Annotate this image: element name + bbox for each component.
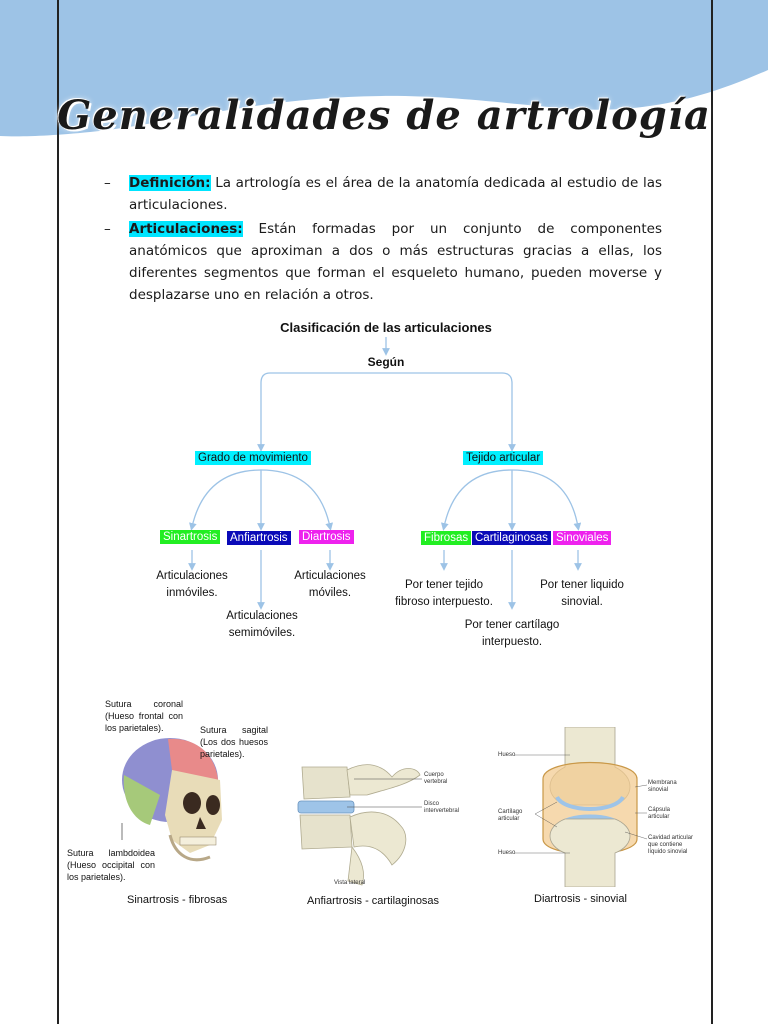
node-tejido-articular: Tejido articular (463, 451, 543, 465)
label-disco-intervertebral: Disco intervertebral (424, 801, 472, 815)
desc-sinartrosis: Articulaciones inmóviles. (146, 568, 238, 602)
caption-diartrosis: Diartrosis - sinovial (534, 893, 627, 905)
desc-sinoviales: Por tener liquido sinovial. (536, 577, 628, 611)
desc-fibrosas: Por tener tejido fibroso interpuesto. (388, 577, 500, 611)
label-sutura-lambdoidea: Sutura lambdoidea (Hueso occipital con l… (67, 847, 155, 883)
node-sinoviales: Sinoviales (553, 531, 611, 545)
classification-diagram (0, 0, 768, 700)
label-cuerpo-vertebral: Cuerpo vertebral (424, 772, 468, 786)
caption-anfiartrosis: Anfiartrosis - cartilaginosas (307, 895, 439, 907)
diagram-title: Clasificación de las articulaciones (254, 319, 518, 336)
label-vista-lateral: Vista lateral (334, 880, 382, 887)
caption-sinartrosis: Sinartrosis - fibrosas (127, 894, 227, 906)
label-hueso-superior: Hueso (498, 752, 528, 759)
label-membrana-sinovial: Membrana sinovial (648, 780, 684, 794)
node-fibrosas: Fibrosas (421, 531, 471, 545)
node-anfiartrosis: Anfiartrosis (227, 531, 291, 545)
node-cartilaginosas: Cartilaginosas (472, 531, 551, 545)
node-diartrosis: Diartrosis (299, 530, 354, 544)
label-sutura-sagital: Sutura sagital (Los dos huesos parietale… (200, 724, 268, 760)
node-grado-movimiento: Grado de movimiento (195, 451, 311, 465)
label-capsula-articular: Cápsula articular (648, 807, 684, 821)
desc-cartilaginosas: Por tener cartílago interpuesto. (458, 617, 566, 651)
desc-anfiartrosis: Articulaciones semimóviles. (216, 608, 308, 642)
label-sutura-coronal: Sutura coronal (Hueso frontal con los pa… (105, 698, 183, 734)
diagram-root: Según (346, 354, 426, 371)
label-cavidad-articular: Cavidad articular que contiene líquido s… (648, 835, 698, 856)
node-sinartrosis: Sinartrosis (160, 530, 220, 544)
label-hueso-inferior: Hueso (498, 850, 528, 857)
desc-diartrosis: Articulaciones móviles. (284, 568, 376, 602)
label-cartilago-articular: Cartílago articular (498, 809, 534, 823)
